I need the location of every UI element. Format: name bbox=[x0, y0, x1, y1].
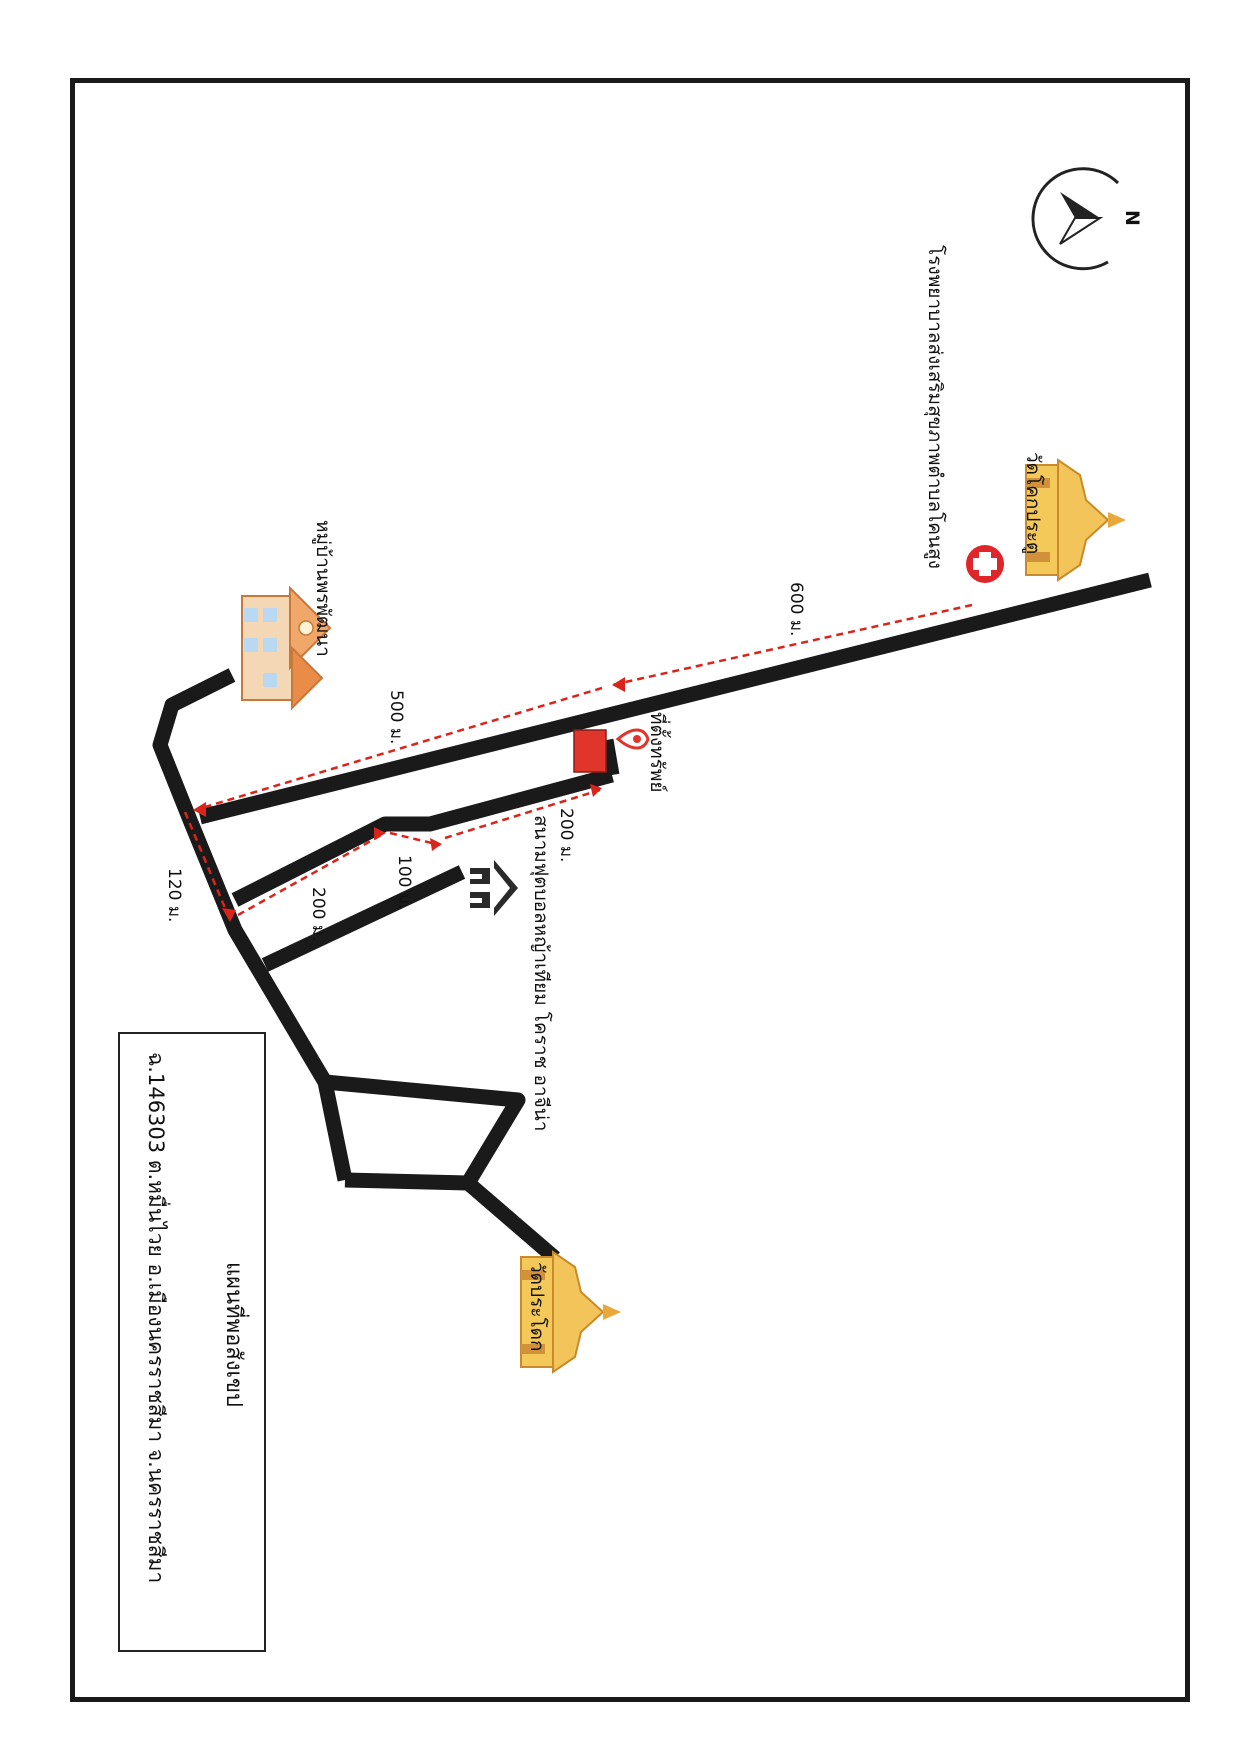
road-loop bbox=[324, 1074, 526, 1191]
site-label: ที่ตั้งทรัพย์ bbox=[646, 712, 668, 793]
route-500 bbox=[194, 686, 603, 812]
arrow-head bbox=[590, 784, 602, 797]
map-frame bbox=[70, 78, 1190, 1702]
stadium-icon bbox=[470, 860, 518, 916]
temple-bottom-label: วัดประโดก bbox=[526, 1262, 548, 1352]
compass-letter: N bbox=[1121, 210, 1143, 226]
compass-icon bbox=[1031, 167, 1120, 271]
distance-100: 100 ม. bbox=[394, 855, 414, 910]
route-600 bbox=[611, 603, 973, 687]
stadium-label: สนามฟุตบอลหญ้าเทียม โคราช อาจีน่า bbox=[530, 815, 552, 1132]
arrow-head bbox=[374, 827, 386, 840]
temple-icon bbox=[520, 1250, 621, 1374]
road-branch-stadium bbox=[261, 865, 466, 972]
distance-200b: 200 ม. bbox=[308, 887, 328, 942]
distance-200a: 200 ม. bbox=[556, 808, 576, 863]
route-arrows bbox=[193, 677, 625, 922]
location-pin-icon bbox=[615, 728, 650, 750]
road-branch-temple bbox=[463, 1177, 560, 1264]
distance-600: 600 ม. bbox=[786, 582, 806, 637]
map-title-box bbox=[118, 1032, 266, 1652]
house-icon bbox=[241, 585, 332, 711]
arrow-head bbox=[612, 677, 625, 692]
route-200a bbox=[237, 831, 386, 917]
distance-120: 120 ม. bbox=[164, 868, 184, 923]
village-label: หมู่บ้านพรพัฒนา bbox=[312, 520, 334, 657]
roads bbox=[152, 572, 1152, 1264]
road-branch-site-stub bbox=[598, 738, 620, 777]
route-120 bbox=[183, 811, 232, 921]
road-main bbox=[198, 572, 1152, 825]
map-title: แผนที่พอสังเขป bbox=[221, 1262, 246, 1408]
temple-top-label: วัดโคกประตู bbox=[1022, 452, 1044, 555]
route-200b bbox=[444, 788, 601, 840]
site-marker bbox=[573, 729, 607, 773]
distance-500: 500 ม. bbox=[386, 690, 406, 745]
arrow-head bbox=[222, 908, 236, 922]
arrow-head bbox=[430, 838, 442, 851]
map-location: ฉ.146303 ต.หมื่นไวย อ.เมืองนครราชสีมา จ.… bbox=[144, 1052, 168, 1584]
hospital-label: โรงพยาบาลส่งเสริมสุขภาพตำบลโคนสูง bbox=[924, 245, 946, 569]
arrow-head bbox=[193, 802, 206, 817]
temple-icon bbox=[1025, 458, 1126, 582]
hospital-cross-icon bbox=[966, 545, 1004, 583]
road-branch-site bbox=[231, 767, 614, 907]
